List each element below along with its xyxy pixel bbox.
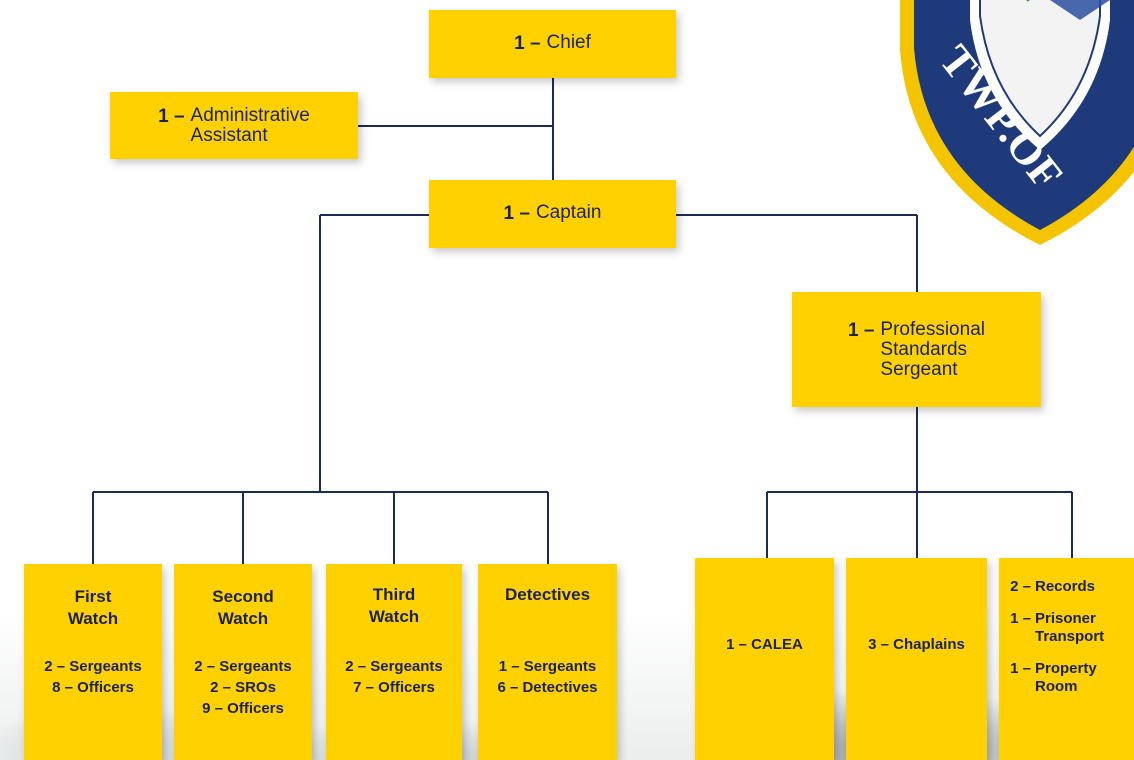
prisoner-transport-label-line1: Prisoner	[1035, 610, 1096, 627]
calea-label: 1 – CALEA	[726, 635, 803, 653]
records-count: 2 –	[1010, 578, 1031, 595]
standards-title-line3: Sergeant	[880, 358, 958, 380]
detectives-box: Detectives 1 – Sergeants 6 – Detectives	[478, 564, 617, 760]
third-watch-officers: 7 – Officers	[353, 679, 435, 696]
captain-box: 1 –Captain	[429, 180, 676, 248]
prisoner-transport-count: 1 –	[1010, 610, 1031, 627]
records-label: Records	[1035, 578, 1096, 595]
property-room-label-line1: Property	[1035, 660, 1097, 677]
standards-title-line1: Professional	[880, 318, 985, 340]
township-seal: 1829 TWP.OF	[900, 0, 1134, 245]
second-watch-title-line2: Watch	[217, 609, 269, 628]
calea-box: 1 – CALEA	[695, 558, 834, 760]
third-watch-title-line1: Third	[372, 585, 416, 604]
first-watch-officers: 8 – Officers	[52, 679, 134, 696]
second-watch-sros: 2 – SROs	[210, 679, 276, 696]
chief-box: 1 –Chief	[429, 10, 676, 78]
property-room-label-line2: Room	[1035, 678, 1078, 695]
records-item: 2 –Records	[999, 578, 1134, 596]
chief-count: 1 –	[514, 33, 541, 54]
first-watch-title-line2: Watch	[67, 609, 119, 628]
captain-title: Captain	[535, 202, 602, 223]
admin-count: 1 –	[158, 105, 185, 127]
chaplains-box: 3 – Chaplains	[846, 558, 987, 760]
second-watch-officers: 9 – Officers	[202, 700, 284, 717]
captain-count: 1 –	[503, 203, 530, 224]
third-watch-sergeants: 2 – Sergeants	[345, 658, 443, 675]
standards-title-line2: Standards	[880, 338, 968, 360]
second-watch-title-line1: Second	[212, 587, 274, 606]
property-room-count: 1 –	[1010, 660, 1031, 677]
detectives-detectives: 6 – Detectives	[497, 679, 598, 696]
chief-title: Chief	[546, 32, 591, 53]
third-watch-title-line2: Watch	[368, 607, 420, 626]
admin-title-line1: Administrative	[190, 104, 310, 126]
admin-title-line2: Assistant	[190, 124, 268, 146]
detectives-sergeants: 1 – Sergeants	[498, 658, 597, 675]
second-watch-sergeants: 2 – Sergeants	[194, 658, 292, 675]
prisoner-transport-label-line2: Transport	[1035, 628, 1105, 645]
first-watch-title-line1: First	[74, 587, 112, 606]
standards-count: 1 –	[848, 319, 875, 341]
chaplains-label: 3 – Chaplains	[868, 635, 965, 653]
detectives-title: Detectives	[504, 585, 591, 604]
first-watch-sergeants: 2 – Sergeants	[44, 658, 142, 675]
